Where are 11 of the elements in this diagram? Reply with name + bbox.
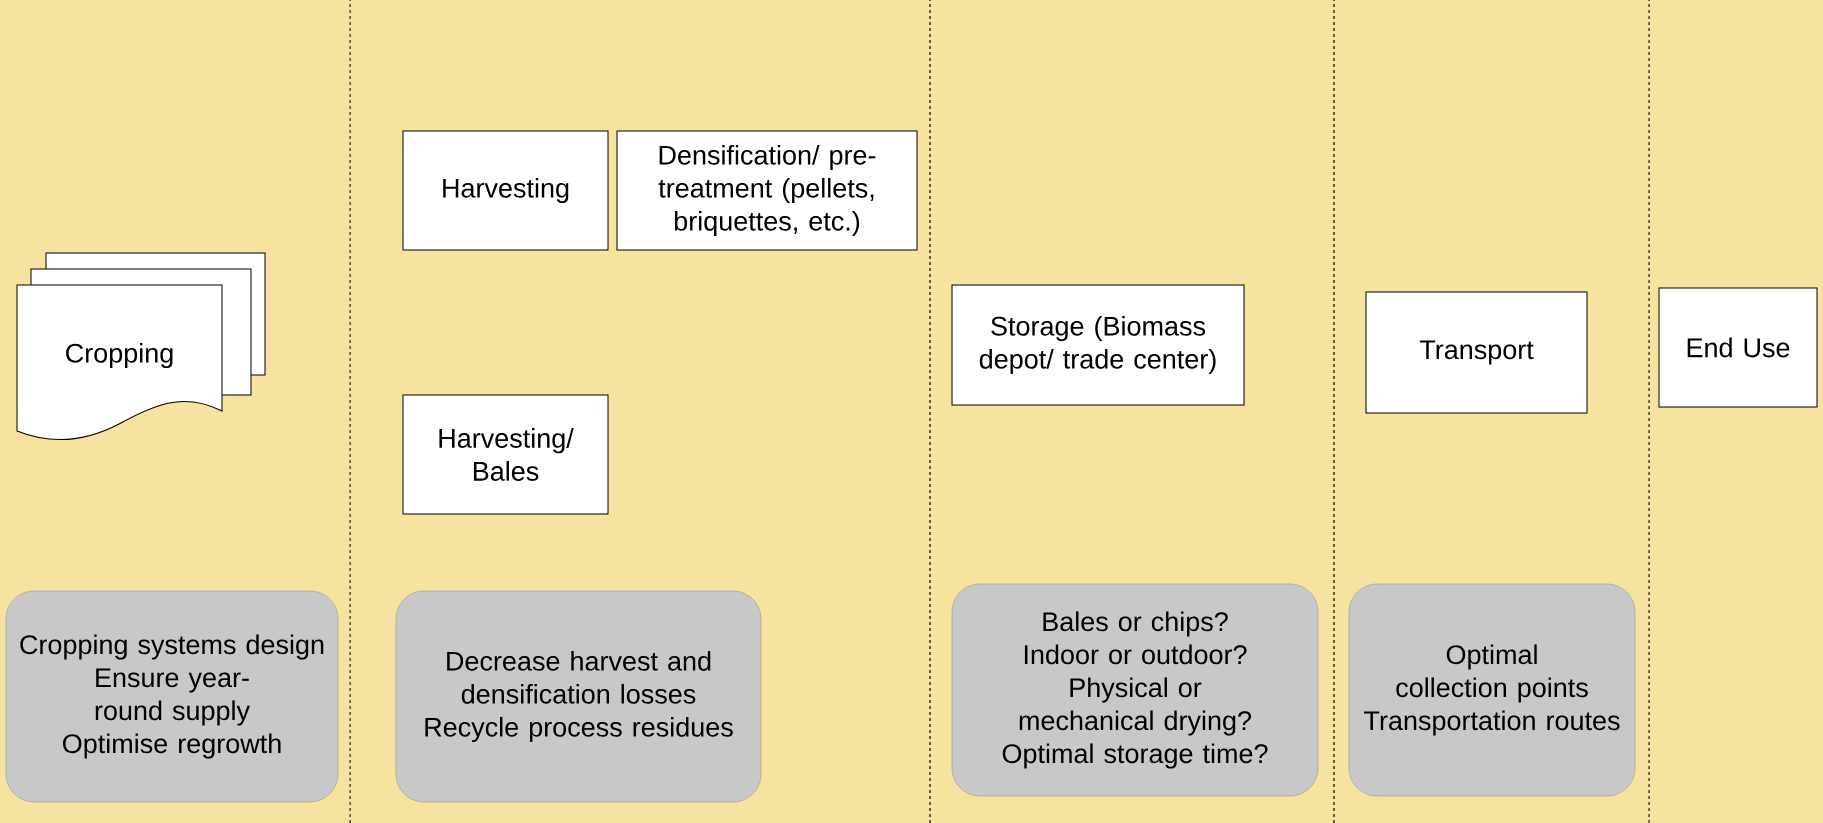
note-box: Decrease harvest and densification losses Recycle process residues xyxy=(395,590,762,803)
process-box: Transport xyxy=(1365,291,1588,414)
process-box: Harvesting/ Bales xyxy=(402,394,609,515)
note-box: Bales or chips? Indoor or outdoor? Physical or mechanical drying? Optimal storage time? xyxy=(951,583,1319,797)
process-box: Densification/ pre-treatment (pellets, briquettes, etc.) xyxy=(616,130,918,251)
process-box: End Use xyxy=(1658,287,1818,408)
process-box: Harvesting xyxy=(402,130,609,251)
process-box: Storage (Biomass depot/ trade center) xyxy=(951,284,1245,406)
note-box: Cropping systems design Ensure year-round supply Optimise regrowth xyxy=(5,590,339,803)
document-stack: Cropping xyxy=(16,252,266,440)
note-box: Optimal collection points Transportation routes xyxy=(1348,583,1636,797)
